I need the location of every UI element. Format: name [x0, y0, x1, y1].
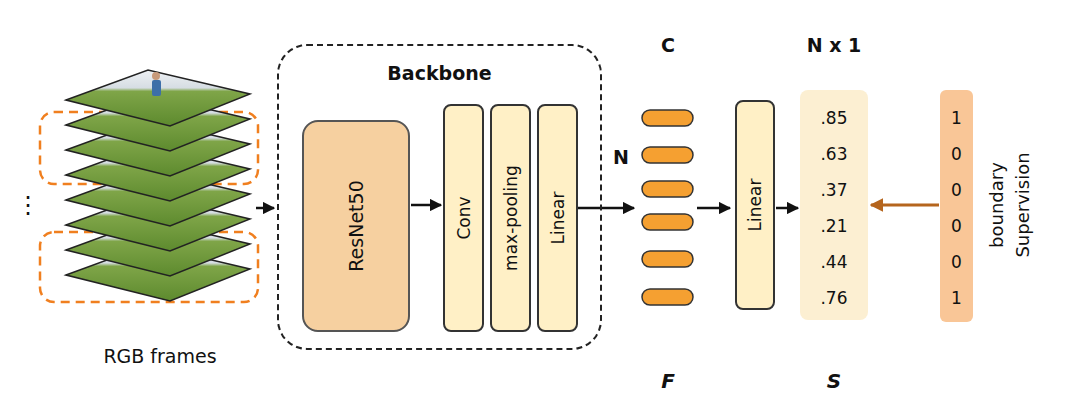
cell-value: 0: [940, 136, 973, 172]
cell-value: .85: [800, 100, 868, 136]
cell-value: .37: [800, 172, 868, 208]
cell-value: .21: [800, 208, 868, 244]
feature-token: [642, 147, 693, 163]
cell-value: 1: [940, 100, 973, 136]
supervision-label: boundary Supervision: [984, 146, 1036, 264]
video-frame: [66, 70, 250, 126]
dimension-label: N x 1: [807, 34, 862, 56]
cell-value: 0: [940, 172, 973, 208]
person-body: [152, 80, 161, 96]
layer-box: Linear: [735, 100, 775, 310]
flow-arrow: [697, 207, 730, 210]
label-column: 100001: [940, 90, 973, 322]
cell-value: .63: [800, 136, 868, 172]
frame-stack: [66, 70, 250, 301]
flow-arrow: [776, 207, 798, 210]
cell-value: .44: [800, 244, 868, 280]
group-title: Backbone: [279, 62, 600, 84]
layer-name: Linear: [548, 192, 568, 245]
person-head: [152, 72, 160, 80]
flow-arrow: [871, 204, 939, 207]
backbone-group: ResNet50 Conv max-pooling Linear Backbone: [277, 44, 602, 350]
layer-name: max-pooling: [501, 165, 521, 271]
feature-token: [642, 289, 693, 305]
dimension-label: N: [613, 146, 629, 168]
flow-arrow: [577, 207, 634, 210]
cell-value: 0: [940, 244, 973, 280]
layer-name: Linear: [745, 179, 765, 232]
feature-token: [642, 214, 693, 230]
input-label: RGB frames: [103, 345, 216, 367]
score-column: .85.63.37.21.44.76: [800, 90, 868, 320]
person-figure: [152, 72, 161, 96]
cell-value: 1: [940, 280, 973, 316]
feature-token: [642, 181, 693, 197]
resnet-block: ResNet50: [302, 120, 410, 332]
symbol-label: F: [661, 369, 675, 393]
cell-value: 0: [940, 208, 973, 244]
symbol-label: S: [827, 369, 841, 393]
feature-token: [642, 110, 693, 126]
feature-column: [642, 110, 693, 305]
layer-box: Linear: [537, 104, 578, 332]
feature-token: [642, 251, 693, 267]
ellipsis-mark: ⋮: [16, 191, 40, 219]
layer-box: Conv: [443, 104, 484, 332]
cell-value: .76: [800, 280, 868, 316]
flow-arrow: [411, 204, 441, 207]
layer-box: max-pooling: [490, 104, 531, 332]
dimension-label: C: [661, 34, 675, 56]
flow-arrow: [256, 207, 274, 210]
layer-name: Conv: [454, 196, 474, 239]
layer-name: ResNet50: [345, 180, 367, 271]
